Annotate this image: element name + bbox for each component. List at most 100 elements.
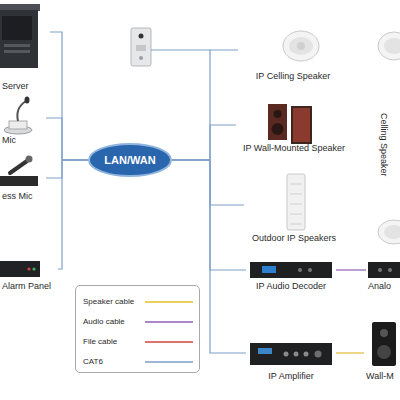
- network-cable: [172, 125, 236, 160]
- rack-knob: [315, 351, 322, 358]
- server-body: [0, 10, 38, 68]
- rack-knob: [284, 352, 289, 357]
- legend-box: Speaker cableAudio cableFile cableCAT6: [75, 285, 200, 373]
- audio-decoder-illustration: [250, 262, 332, 278]
- column-slat: [290, 204, 302, 205]
- server-top: [0, 4, 40, 11]
- intercom-illustration: [131, 28, 210, 66]
- legend-text: CAT6: [83, 357, 145, 367]
- server-drive: [4, 50, 30, 53]
- ceiling-speaker-device: IP Celling Speaker: [238, 24, 348, 82]
- intercom-wire: [151, 49, 210, 50]
- alarm-panel-illustration: [0, 261, 40, 277]
- legend-text: Audio cable: [83, 317, 145, 327]
- device-label: Wall-M: [366, 371, 394, 382]
- legend-sample: [145, 317, 193, 327]
- device-label: Analo: [368, 281, 391, 292]
- server-drive: [4, 44, 30, 47]
- mic-base-top: [9, 121, 27, 129]
- device-label: Alarm Panel: [2, 281, 51, 292]
- rack-knob: [308, 268, 312, 272]
- handheld-mic: [10, 161, 27, 173]
- legend-line: [145, 361, 193, 363]
- rack-knob: [378, 268, 382, 272]
- wall-speakers-illustration: [268, 104, 312, 144]
- speaker-tweeter: [380, 329, 388, 337]
- speaker-grille: [384, 38, 400, 54]
- handheld-mic-head: [26, 156, 33, 163]
- network-cable: [172, 160, 246, 270]
- wall-mount-speaker-illustration: [372, 322, 396, 366]
- column-slat: [290, 214, 302, 215]
- mic-receiver: [0, 176, 38, 186]
- speaker-grille: [289, 37, 313, 55]
- intercom-camera: [139, 34, 144, 39]
- analog-amplifier-illustration: [368, 262, 400, 278]
- alarm-led: [27, 267, 30, 270]
- ceiling-speaker-group: Celling Speaker: [368, 80, 398, 210]
- rack-unit: [250, 262, 332, 278]
- legend-entry: CAT6: [83, 352, 193, 372]
- column-slat: [290, 194, 302, 195]
- speaker-tweeter: [274, 110, 282, 118]
- intercom-button: [139, 56, 143, 60]
- outdoor-speaker-device: Outdoor IP Speakers: [244, 170, 344, 244]
- legend-line: [145, 321, 193, 323]
- legend-sample: [145, 337, 193, 347]
- amplifier-device: IP Amplifier: [246, 340, 336, 382]
- device-label: IP Wall-Mounted Speaker: [243, 143, 345, 154]
- device-label: Outdoor IP Speakers: [252, 233, 336, 244]
- audio-decoder-device: IP Audio Decoder: [246, 259, 336, 292]
- network-cable: [172, 160, 244, 205]
- mic-head: [25, 97, 30, 104]
- rack-knob: [294, 352, 299, 357]
- speaker-woofer: [377, 345, 391, 359]
- mic-gooseneck: [17, 101, 26, 121]
- network-cable: [58, 160, 88, 269]
- device-label: IP Audio Decoder: [256, 281, 326, 292]
- legend-sample: [145, 297, 193, 307]
- ceiling-speaker-illustration: [283, 31, 319, 61]
- legend-sample: [145, 357, 193, 367]
- speaker-woofer: [272, 123, 284, 135]
- wall-speaker-device: IP Wall-Mounted Speaker: [236, 100, 352, 154]
- server-panel: [2, 16, 32, 40]
- alarm-panel-device: Alarm Panel: [0, 256, 58, 292]
- wireless-mic-illustration: [0, 156, 38, 187]
- column-slat: [290, 224, 302, 225]
- speaker-cabinet: [268, 104, 287, 140]
- mic-device: Mic: [0, 96, 46, 146]
- alarm-panel-body: [0, 261, 40, 277]
- device-label: ess Mic: [2, 191, 33, 202]
- legend-line: [145, 301, 193, 303]
- rack-unit: [368, 262, 400, 278]
- speaker-cabinet: [291, 106, 312, 144]
- speaker-rim: [378, 32, 400, 60]
- device-label: Mic: [2, 135, 16, 146]
- rack-knob: [298, 268, 302, 272]
- network-cable: [336, 352, 364, 353]
- analog-amplifier-device: Analo: [366, 259, 400, 292]
- speaker-center: [297, 42, 305, 50]
- network-cable: [46, 118, 88, 160]
- device-label: LAN/WAN: [104, 154, 155, 167]
- legend-text: File cable: [83, 337, 145, 347]
- speaker-front: [293, 108, 310, 142]
- legend-entry: Audio cable: [83, 312, 193, 332]
- wireless-mic-device: ess Mic: [0, 156, 46, 202]
- network-cable: [172, 50, 238, 160]
- rack-display: [262, 266, 276, 273]
- network-cable: [336, 269, 366, 270]
- speaker-rim: [378, 220, 400, 244]
- far-ceiling-speakers-illustration: [378, 32, 400, 244]
- device-label: IP Amplifier: [268, 371, 313, 382]
- device-label: IP Celling Speaker: [256, 71, 330, 82]
- network-cloud: [89, 144, 171, 176]
- rack-knob: [388, 268, 392, 272]
- network-cable: [46, 160, 88, 178]
- device-label: Server: [2, 81, 29, 92]
- rack-knob: [304, 352, 309, 357]
